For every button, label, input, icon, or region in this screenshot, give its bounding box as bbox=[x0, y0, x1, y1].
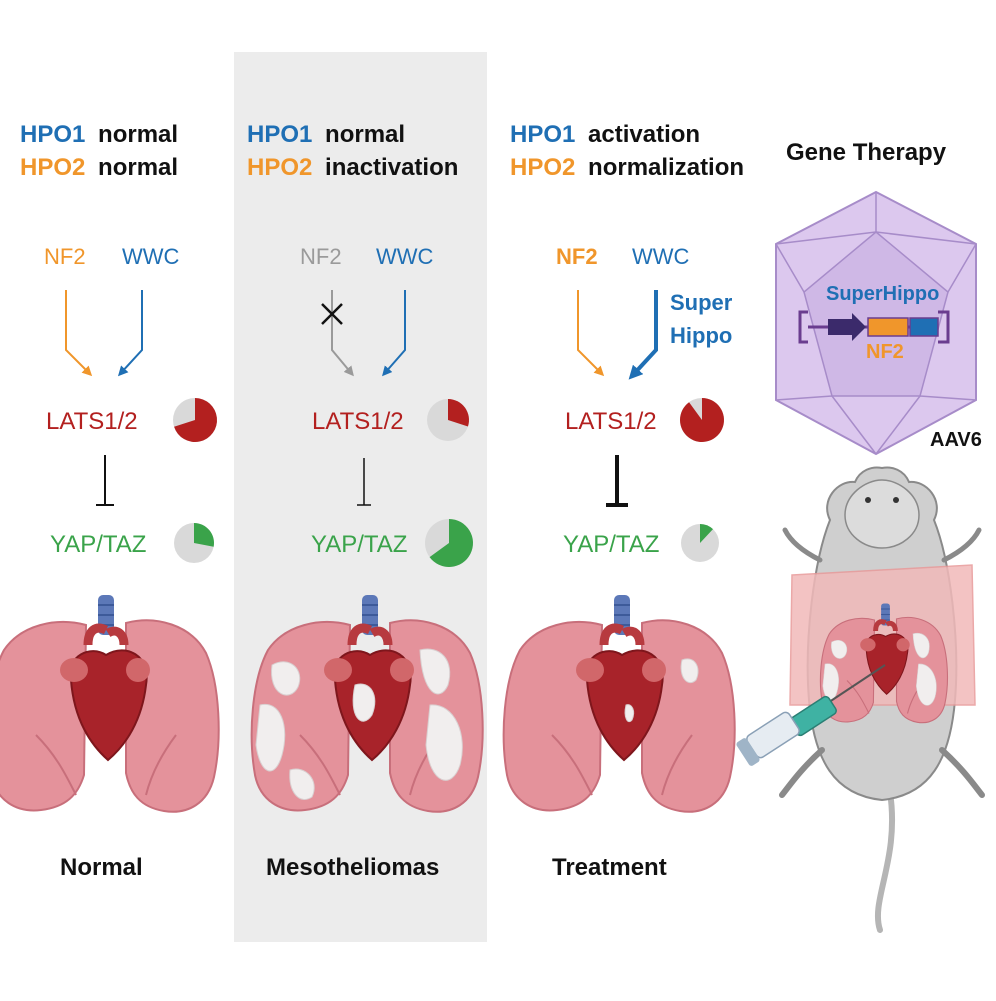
wwc-arrow bbox=[382, 290, 406, 377]
yap-pie-icon bbox=[681, 524, 719, 562]
nf2-label: NF2 bbox=[556, 244, 598, 269]
construct-label: SuperHippo bbox=[826, 283, 939, 305]
hpo2-header: HPO2 inactivation bbox=[247, 154, 458, 181]
panel-normal: HPO1 normal HPO2 normal NF2 WWC LATS1/2 … bbox=[0, 121, 219, 881]
inhibition-bar-icon bbox=[96, 455, 114, 506]
lats-pie-icon bbox=[680, 398, 725, 442]
panel-treatment: HPO1 activation HPO2 normalization NF2 W… bbox=[504, 121, 744, 881]
wwc-label: WWC bbox=[632, 244, 690, 269]
lats-pie-icon bbox=[173, 398, 217, 443]
superhippo-label-line2: Hippo bbox=[670, 323, 732, 348]
hpo1-header: HPO1 normal bbox=[247, 121, 405, 148]
inhibition-bar-icon bbox=[606, 455, 628, 507]
panel-label-treatment: Treatment bbox=[552, 854, 667, 881]
hpo1-header: HPO1 activation bbox=[510, 121, 700, 148]
tumor-patches bbox=[255, 648, 463, 800]
hpo1-header: HPO1 normal bbox=[20, 121, 178, 148]
hpo1-name: HPO1 bbox=[510, 121, 575, 148]
pie-slice bbox=[680, 398, 725, 442]
wwc-label: WWC bbox=[122, 244, 180, 269]
lats-pie-icon bbox=[427, 399, 469, 441]
pie-slice bbox=[194, 523, 215, 547]
nf2-arrow bbox=[65, 290, 93, 377]
hpo2-name: HPO2 bbox=[510, 154, 575, 181]
hpo1-state: normal bbox=[98, 121, 178, 148]
syringe-icon bbox=[736, 664, 886, 766]
yap-pie-icon bbox=[174, 523, 215, 563]
hpo2-name: HPO2 bbox=[247, 154, 312, 181]
hpo1-state: activation bbox=[588, 121, 700, 148]
yap-label: YAP/TAZ bbox=[311, 531, 407, 558]
capsid-label: AAV6 bbox=[930, 429, 982, 451]
yap-label: YAP/TAZ bbox=[563, 531, 659, 558]
lats-label: LATS1/2 bbox=[46, 408, 138, 435]
wwc-label: WWC bbox=[376, 244, 434, 269]
hpo1-name: HPO1 bbox=[20, 121, 85, 148]
mouse-icon bbox=[779, 466, 985, 933]
hpo2-state: normal bbox=[98, 154, 178, 181]
hpo2-header: HPO2 normalization bbox=[510, 154, 744, 181]
nf2-label: NF2 bbox=[300, 244, 342, 269]
hpo2-header: HPO2 normal bbox=[20, 154, 178, 181]
hpo1-state: normal bbox=[325, 121, 405, 148]
superhippo-arrow bbox=[628, 290, 658, 380]
construct-nf2-label: NF2 bbox=[866, 341, 904, 363]
gene-therapy-title: Gene Therapy bbox=[786, 139, 947, 166]
hpo2-state: normalization bbox=[588, 154, 744, 181]
pie-slice bbox=[429, 519, 473, 567]
yap-label: YAP/TAZ bbox=[50, 531, 146, 558]
dna-construct-icon bbox=[798, 310, 950, 344]
nf2-arrow bbox=[577, 290, 605, 377]
panel-mesotheliomas: HPO1 normal HPO2 inactivation NF2 WWC LA… bbox=[247, 121, 483, 881]
panel-label-mesotheliomas: Mesotheliomas bbox=[266, 854, 439, 881]
hpo2-name: HPO2 bbox=[20, 154, 85, 181]
lungs-heart-icon bbox=[252, 595, 483, 812]
panel-label-normal: Normal bbox=[60, 854, 143, 881]
superhippo-label-line1: Super bbox=[670, 290, 733, 315]
lungs-heart-icon bbox=[0, 595, 219, 812]
pie-slice bbox=[174, 398, 217, 443]
hpo1-name: HPO1 bbox=[247, 121, 312, 148]
inhibition-bar-icon bbox=[357, 458, 371, 506]
nf2-label: NF2 bbox=[44, 244, 86, 269]
pie-slice bbox=[700, 524, 714, 543]
pie-slice bbox=[448, 399, 469, 427]
nf2-arrow bbox=[331, 290, 354, 377]
gene-therapy-section: Gene Therapy SuperHippo bbox=[736, 139, 985, 933]
wwc-arrow bbox=[117, 290, 143, 377]
lungs-heart-icon bbox=[504, 595, 735, 812]
lats-label: LATS1/2 bbox=[312, 408, 404, 435]
tumor-patches bbox=[624, 658, 699, 723]
yap-pie-icon bbox=[425, 519, 473, 567]
hpo2-state: inactivation bbox=[325, 154, 458, 181]
cross-icon bbox=[321, 303, 343, 325]
lats-label: LATS1/2 bbox=[565, 408, 657, 435]
